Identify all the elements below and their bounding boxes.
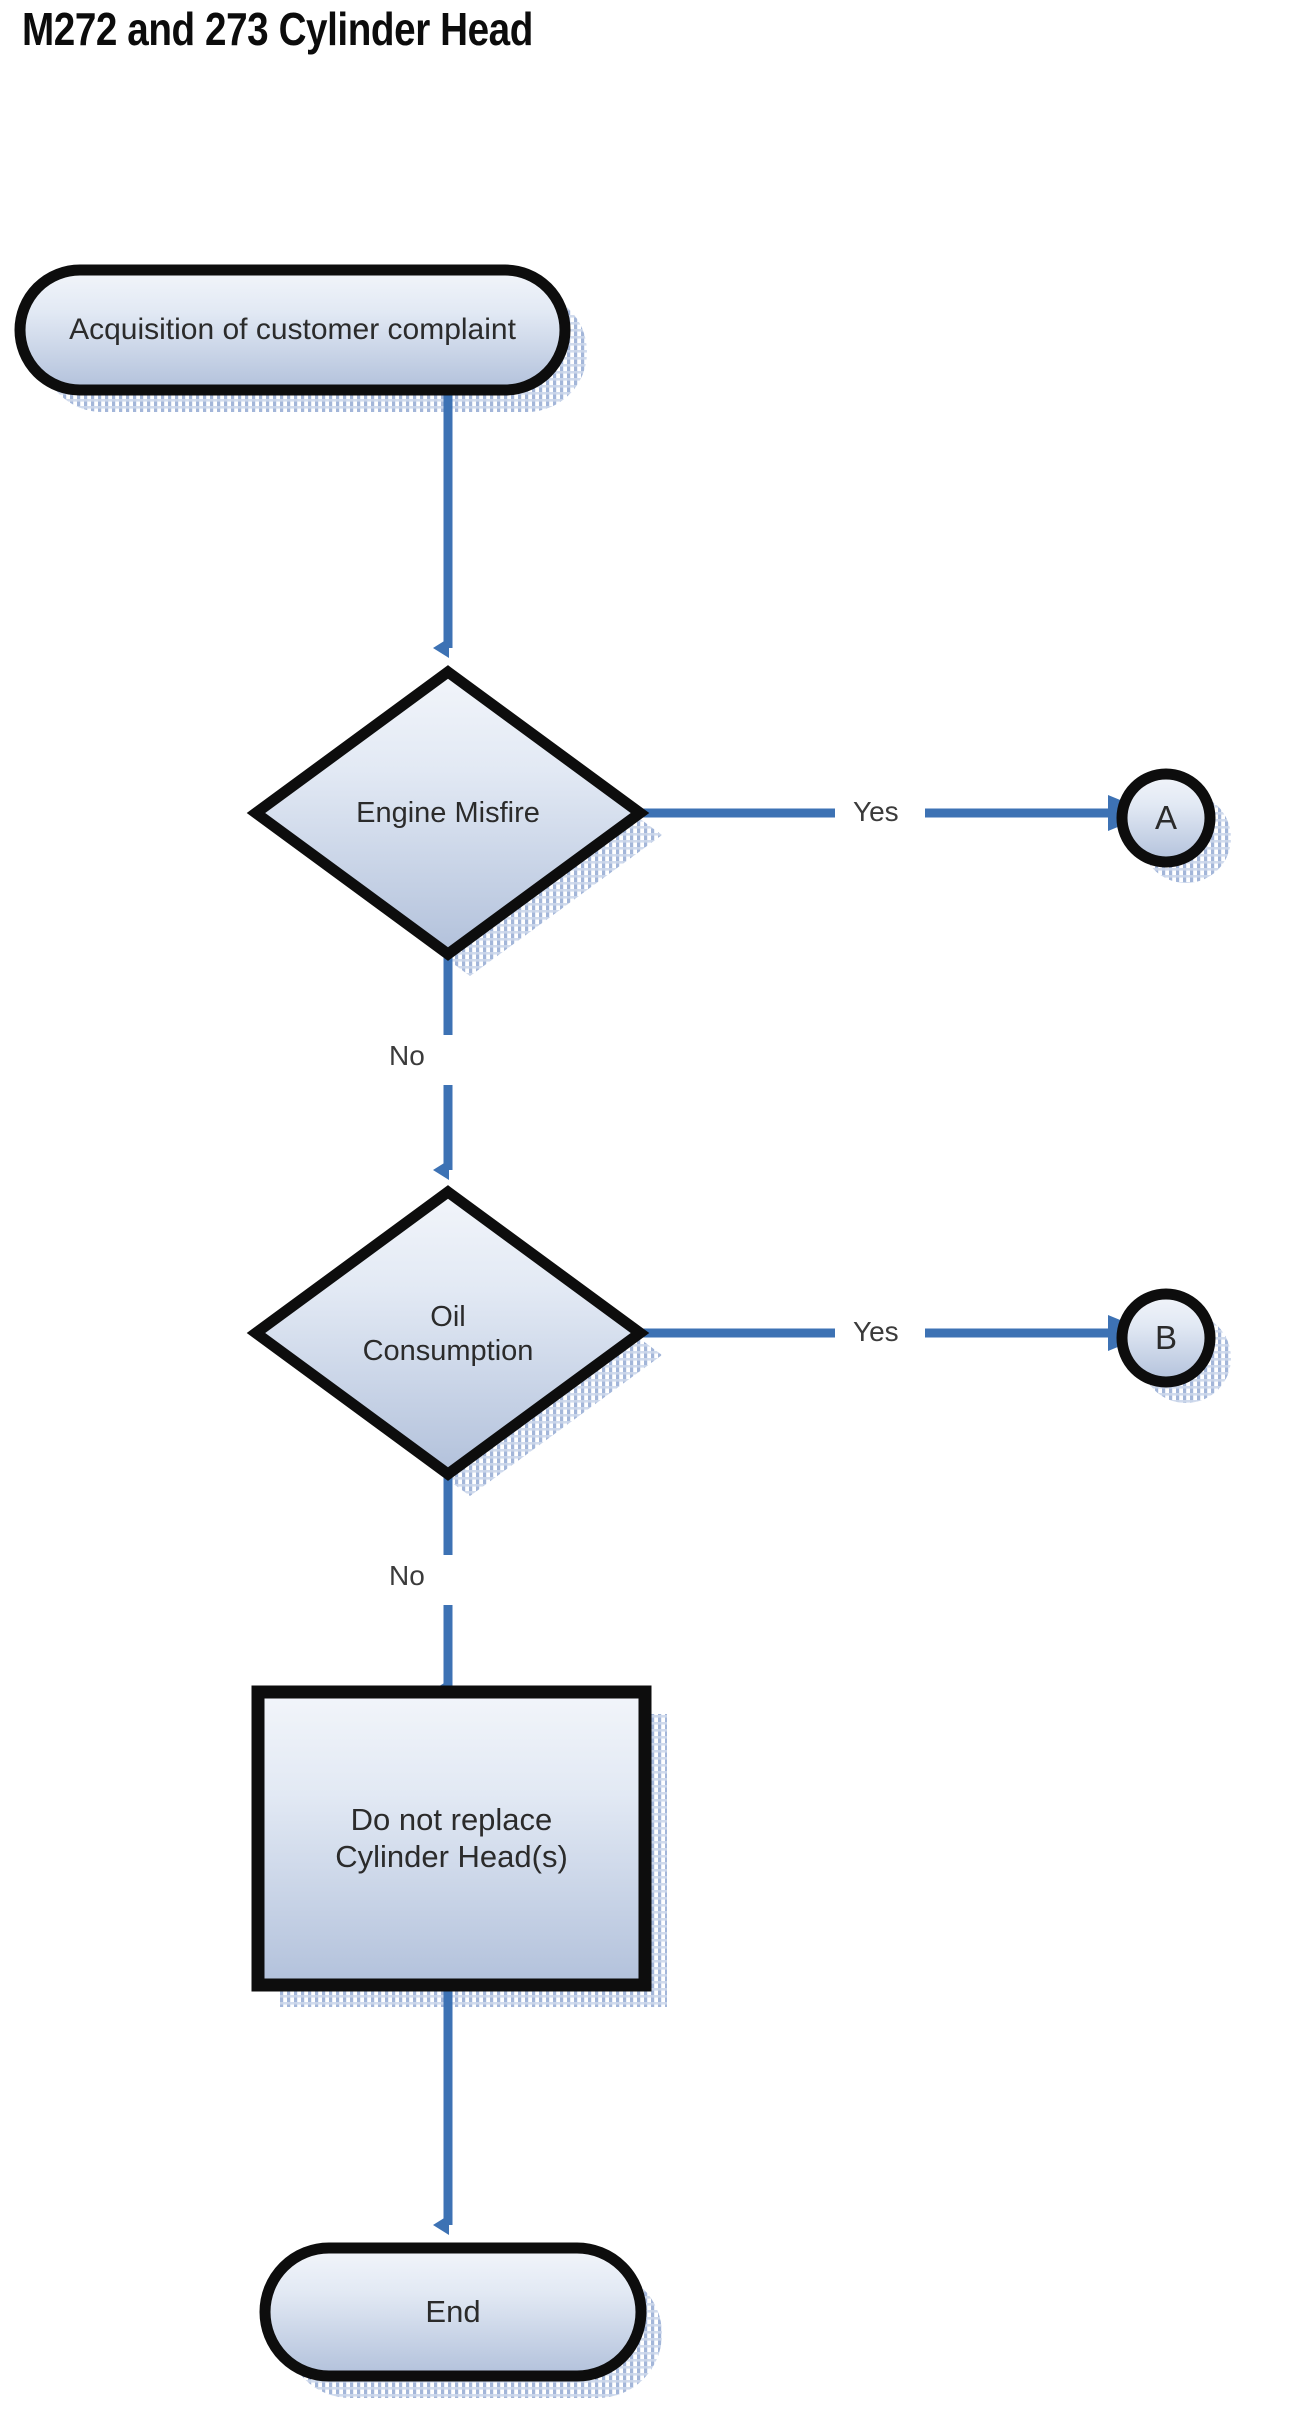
page-title: M272 and 273 Cylinder Head bbox=[22, 3, 533, 55]
node-shadows bbox=[42, 292, 1231, 2398]
node-shapes bbox=[14, 264, 1216, 2382]
node-decision-misfire-shape[interactable] bbox=[246, 665, 650, 961]
node-connector-b-shape[interactable] bbox=[1116, 1288, 1216, 1388]
node-end-shape[interactable] bbox=[259, 2242, 647, 2382]
node-decision-oil-shape[interactable] bbox=[246, 1185, 650, 1481]
node-process-shape[interactable] bbox=[251, 1685, 652, 1992]
node-start-shape[interactable] bbox=[14, 264, 571, 396]
node-connector-a-shape[interactable] bbox=[1116, 768, 1216, 868]
